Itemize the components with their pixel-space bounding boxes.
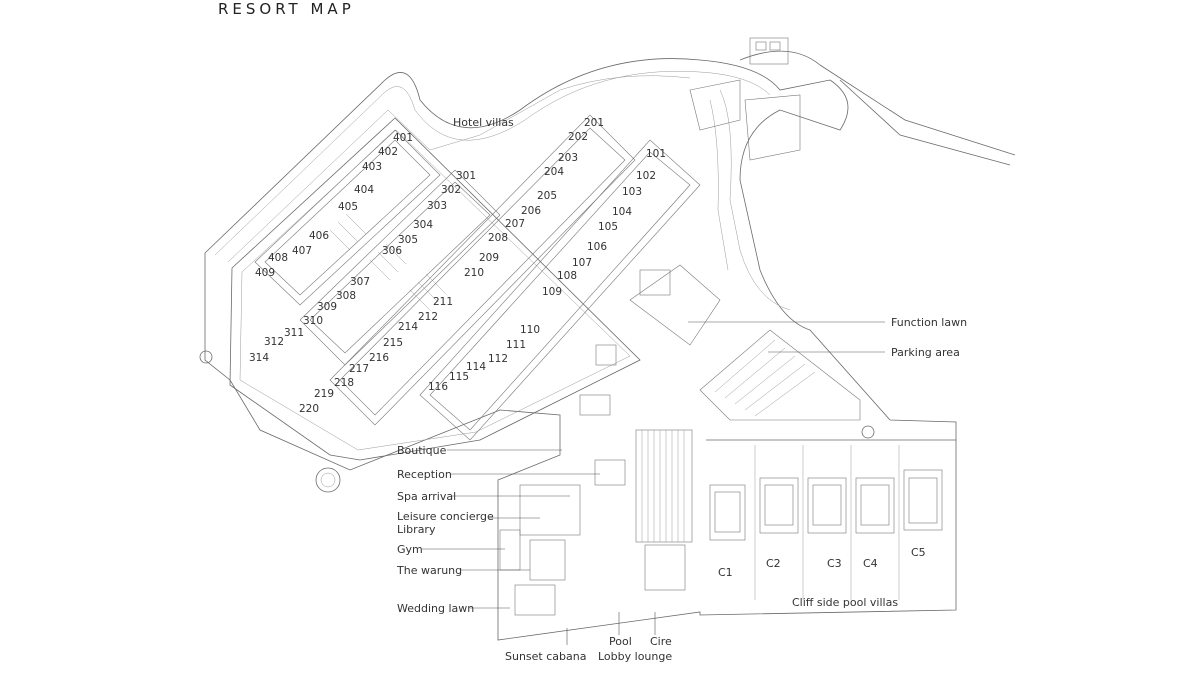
room-312: 312 (264, 336, 284, 348)
label-lobby-lounge: Lobby lounge (598, 650, 672, 663)
room-205: 205 (537, 190, 557, 202)
room-409: 409 (255, 267, 275, 279)
area-labels: Hotel villas Function lawn Parking area … (396, 116, 967, 663)
label-reception: Reception (397, 468, 452, 481)
room-212: 212 (418, 311, 438, 323)
label-wedding-lawn: Wedding lawn (397, 602, 474, 615)
room-labels: 401 402 403 404 405 406 407 408 409 301 … (249, 117, 666, 415)
room-403: 403 (362, 161, 382, 173)
room-101: 101 (646, 148, 666, 160)
label-boutique: Boutique (397, 444, 447, 457)
room-210: 210 (464, 267, 484, 279)
room-302: 302 (441, 184, 461, 196)
label-leisure-concierge: Leisure concierge (397, 510, 494, 523)
room-207: 207 (505, 218, 525, 230)
room-104: 104 (612, 206, 632, 218)
label-gym: Gym (397, 543, 423, 556)
room-404: 404 (354, 184, 374, 196)
map-title: RESORT MAP (218, 0, 355, 18)
room-401: 401 (393, 132, 413, 144)
label-c3: C3 (827, 557, 842, 570)
room-301: 301 (456, 170, 476, 182)
room-116: 116 (428, 381, 448, 393)
room-202: 202 (568, 131, 588, 143)
label-c1: C1 (718, 566, 733, 579)
room-102: 102 (636, 170, 656, 182)
room-304: 304 (413, 219, 433, 231)
room-108: 108 (557, 270, 577, 282)
room-214: 214 (398, 321, 418, 333)
label-pool: Pool (609, 635, 632, 648)
room-219: 219 (314, 388, 334, 400)
label-library: Library (397, 523, 436, 536)
room-310: 310 (303, 315, 323, 327)
room-103: 103 (622, 186, 642, 198)
label-parking-area: Parking area (891, 346, 960, 359)
site-boundary (199, 37, 1016, 641)
room-115: 115 (449, 371, 469, 383)
room-114: 114 (466, 361, 486, 373)
label-function-lawn: Function lawn (891, 316, 967, 329)
room-220: 220 (299, 403, 319, 415)
room-308: 308 (336, 290, 356, 302)
room-407: 407 (292, 245, 312, 257)
room-215: 215 (383, 337, 403, 349)
villa-blocks (254, 79, 861, 441)
room-204: 204 (544, 166, 564, 178)
room-201: 201 (584, 117, 604, 129)
room-314: 314 (249, 352, 269, 364)
room-217: 217 (349, 363, 369, 375)
room-110: 110 (520, 324, 540, 336)
label-c2: C2 (766, 557, 781, 570)
cliff-villa-labels: C1 C2 C3 C4 C5 (718, 546, 926, 579)
label-c5: C5 (911, 546, 926, 559)
label-spa-arrival: Spa arrival (397, 490, 456, 503)
leader-lines (422, 321, 885, 645)
room-203: 203 (558, 152, 578, 164)
room-209: 209 (479, 252, 499, 264)
label-sunset-cabana: Sunset cabana (505, 650, 586, 663)
label-the-warung: The warung (396, 564, 462, 577)
cliff-villas (706, 439, 956, 600)
room-211: 211 (433, 296, 453, 308)
room-216: 216 (369, 352, 389, 364)
room-109: 109 (542, 286, 562, 298)
room-107: 107 (572, 257, 592, 269)
room-405: 405 (338, 201, 358, 213)
central-facilities (499, 344, 693, 616)
room-112: 112 (488, 353, 508, 365)
room-208: 208 (488, 232, 508, 244)
room-105: 105 (598, 221, 618, 233)
room-311: 311 (284, 327, 304, 339)
label-cire: Cire (650, 635, 672, 648)
room-303: 303 (427, 200, 447, 212)
room-305: 305 (398, 234, 418, 246)
room-106: 106 (587, 241, 607, 253)
label-c4: C4 (863, 557, 878, 570)
room-218: 218 (334, 377, 354, 389)
label-hotel-villas: Hotel villas (453, 116, 514, 129)
room-406: 406 (309, 230, 329, 242)
room-111: 111 (506, 339, 526, 351)
room-206: 206 (521, 205, 541, 217)
room-408: 408 (268, 252, 288, 264)
room-307: 307 (350, 276, 370, 288)
room-306: 306 (382, 245, 402, 257)
room-402: 402 (378, 146, 398, 158)
label-cliff-side-pool-villas: Cliff side pool villas (792, 596, 898, 609)
room-309: 309 (317, 301, 337, 313)
